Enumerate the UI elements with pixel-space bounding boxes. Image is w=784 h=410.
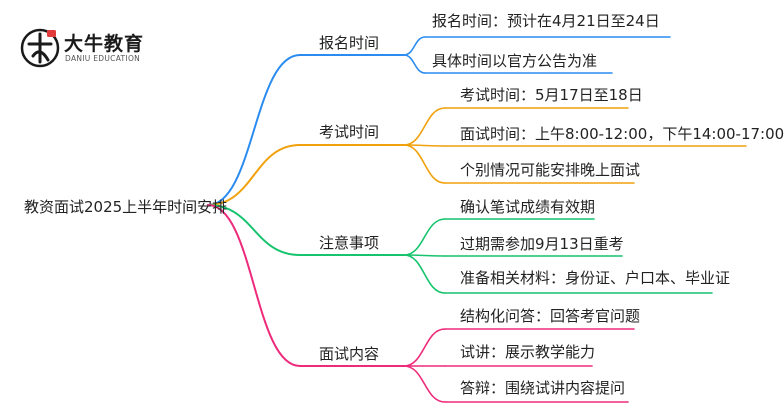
leaf-notes-1: 确认笔试成绩有效期	[460, 198, 596, 216]
branch-interview-content: 面试内容	[319, 345, 380, 363]
branch-to-leaf-connector	[403, 144, 446, 184]
logo-mark-icon	[20, 28, 60, 68]
leaf-notes-3: 准备相关材料：身份证、户口本、毕业证	[460, 269, 731, 287]
root-node: 教资面试2025上半年时间安排	[24, 198, 228, 216]
branch-to-leaf-connector	[403, 36, 426, 56]
leaf-registration-2: 具体时间以官方公告为准	[432, 52, 598, 70]
leaf-exam-time-2: 面试时间：上午8:00-12:00，下午14:00-17:00	[460, 125, 784, 143]
branch-to-leaf-connector	[403, 54, 426, 74]
branch-to-leaf-connector	[403, 254, 446, 294]
branch-to-leaf-connector	[403, 328, 446, 367]
root-to-branch-connector	[207, 144, 301, 206]
leaf-interview-1: 结构化问答：回答考官问题	[460, 307, 641, 325]
leaf-exam-time-1: 考试时间：5月17日至18日	[460, 86, 643, 104]
branch-to-leaf-connector	[403, 107, 446, 146]
leaf-registration-1: 报名时间：预计在4月21日至24日	[432, 12, 660, 30]
branch-to-leaf-connector	[403, 218, 446, 256]
logo: 大牛教育 DANIU EDUCATION	[20, 26, 190, 70]
mindmap-canvas: 大牛教育 DANIU EDUCATION 教资面试2025上半年时间安排 报名时…	[20, 12, 784, 403]
branch-notes: 注意事项	[319, 234, 380, 252]
leaf-exam-time-3: 个别情况可能安排晚上面试	[460, 161, 641, 179]
root-to-branch-connector	[207, 204, 301, 367]
branch-exam-time: 考试时间	[319, 123, 380, 141]
leaf-notes-2: 过期需参加9月13日重考	[460, 235, 624, 253]
branch-registration: 报名时间	[319, 34, 380, 52]
logo-subtitle: DANIU EDUCATION	[65, 54, 141, 63]
logo-title: 大牛教育	[64, 33, 145, 55]
leaf-interview-2: 试讲：展示教学能力	[460, 343, 596, 361]
mindmap-connectors	[207, 36, 747, 403]
leaf-interview-3: 答辩：围绕试讲内容提问	[460, 379, 626, 397]
root-to-branch-connector	[207, 54, 301, 206]
root-to-branch-connector	[207, 204, 301, 256]
branch-to-leaf-connector	[403, 365, 446, 403]
